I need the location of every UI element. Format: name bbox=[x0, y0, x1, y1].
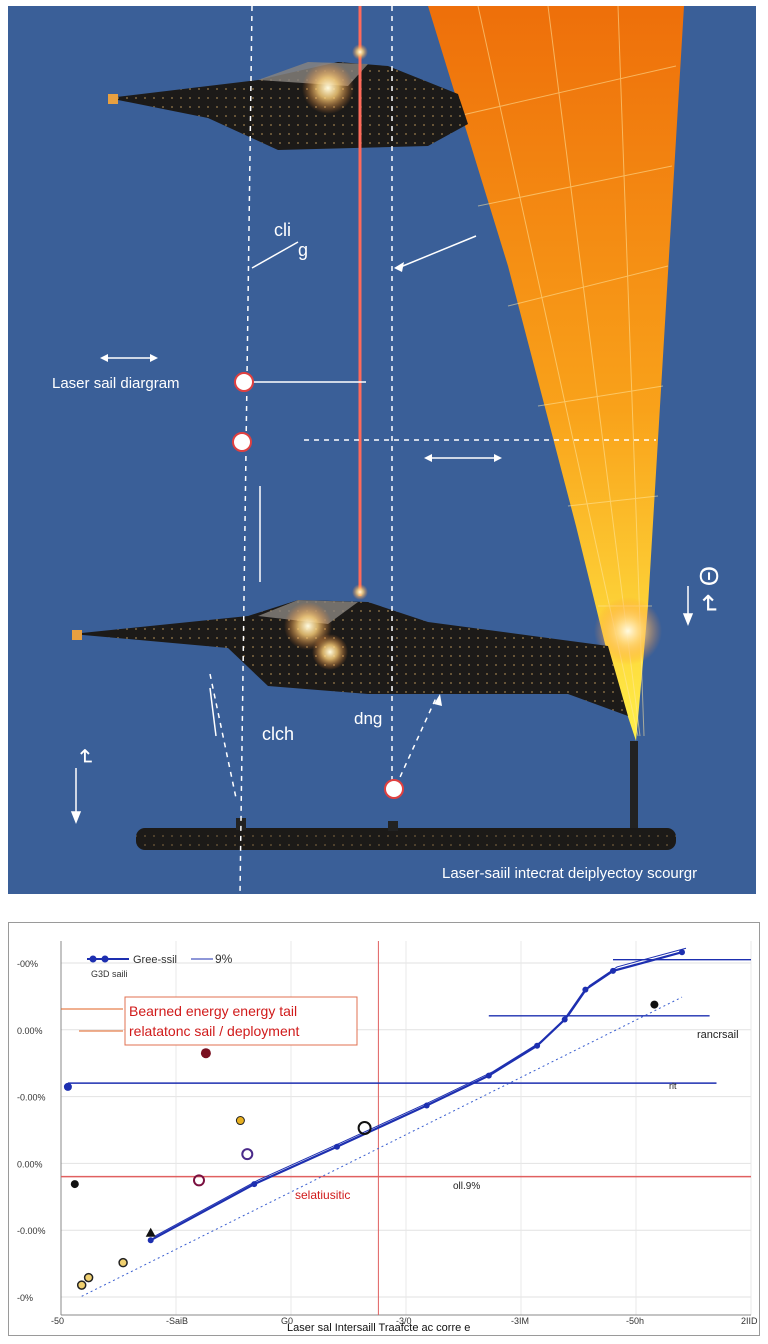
chart-legend: Gree-ssil 9% G3D saili bbox=[87, 952, 233, 979]
legend-marker bbox=[102, 956, 109, 963]
marker-point bbox=[85, 1274, 93, 1282]
node-marker bbox=[385, 780, 403, 798]
series-point bbox=[424, 1103, 430, 1109]
x-tick-label: -50h bbox=[626, 1316, 644, 1326]
x-tick-label: 2IID bbox=[741, 1316, 758, 1326]
legend-series-label: Gree-ssil bbox=[133, 954, 177, 966]
x-axis-label: Laser sal Intersaill Traafcte ac corre e bbox=[287, 1322, 470, 1334]
annotation-line-2: relatatonc sail / deployment bbox=[129, 1023, 300, 1039]
label-clch: clch bbox=[262, 724, 294, 744]
y-tick-label: -0.00% bbox=[17, 1093, 46, 1103]
series-line-offset bbox=[155, 948, 686, 1236]
side-glyphs-right: Θ ↵ bbox=[694, 566, 724, 615]
y-tick-label: -0% bbox=[17, 1293, 33, 1303]
node-marker bbox=[235, 373, 253, 391]
marker-point bbox=[201, 1048, 211, 1058]
marker-point bbox=[78, 1281, 86, 1289]
legend-value-label: 9% bbox=[215, 952, 233, 966]
x-tick-label: -50 bbox=[51, 1316, 64, 1326]
y-tick-label: -00% bbox=[17, 959, 38, 969]
marker-point bbox=[242, 1149, 252, 1159]
marker-point bbox=[71, 1180, 79, 1188]
y-tick-label: 0.00% bbox=[17, 1026, 43, 1036]
label-selatiusitic: selatiusitic bbox=[295, 1188, 350, 1202]
x-tick-label: -3IM bbox=[511, 1316, 529, 1326]
series-point bbox=[582, 987, 588, 993]
label-laser-sail-diagram: Laser sail diargram bbox=[52, 375, 180, 392]
mast bbox=[630, 741, 638, 833]
legend-sub-label: G3D saili bbox=[91, 969, 128, 979]
diagram-caption: Laser-saiil intecrat deiplyectoy scourgr bbox=[442, 865, 697, 882]
label-rancrsail: rancrsail bbox=[697, 1029, 739, 1041]
marker-point bbox=[64, 1083, 72, 1091]
label-cli: cli bbox=[274, 220, 291, 240]
marker-point bbox=[146, 1228, 156, 1237]
series-point bbox=[251, 1181, 257, 1187]
label-center-percent: oll.9% bbox=[453, 1181, 480, 1192]
marker-point bbox=[119, 1259, 127, 1267]
series-point bbox=[486, 1073, 492, 1079]
y-tick-label: 0.00% bbox=[17, 1159, 43, 1169]
beam-glow-top bbox=[352, 44, 368, 60]
label-rlt: rlt bbox=[669, 1081, 677, 1091]
legend-marker bbox=[90, 956, 97, 963]
series-point bbox=[679, 949, 685, 955]
series-point bbox=[562, 1017, 568, 1023]
marker-point bbox=[650, 1001, 658, 1009]
series-point bbox=[334, 1144, 340, 1150]
laser-sail-diagram: cli g Laser sail diargram clch dng Laser… bbox=[8, 6, 756, 894]
label-dng: dng bbox=[354, 709, 382, 728]
series-point bbox=[610, 968, 616, 974]
annotation-box: Bearned energy energy tail relatatonc sa… bbox=[61, 997, 357, 1045]
series-point bbox=[534, 1043, 540, 1049]
laser-sail-diagram-panel: cli g Laser sail diargram clch dng Laser… bbox=[8, 6, 756, 894]
annotation-line-1: Bearned energy energy tail bbox=[129, 1003, 297, 1019]
side-glyph-left: ↵ bbox=[73, 748, 98, 766]
marker-point bbox=[236, 1117, 244, 1125]
series-point bbox=[148, 1237, 154, 1243]
y-tick-label: -0.00% bbox=[17, 1226, 46, 1236]
node-marker bbox=[233, 433, 251, 451]
label-g: g bbox=[298, 240, 308, 260]
x-tick-label: -SaiB bbox=[166, 1316, 188, 1326]
beam-glow-bottom bbox=[352, 584, 368, 600]
